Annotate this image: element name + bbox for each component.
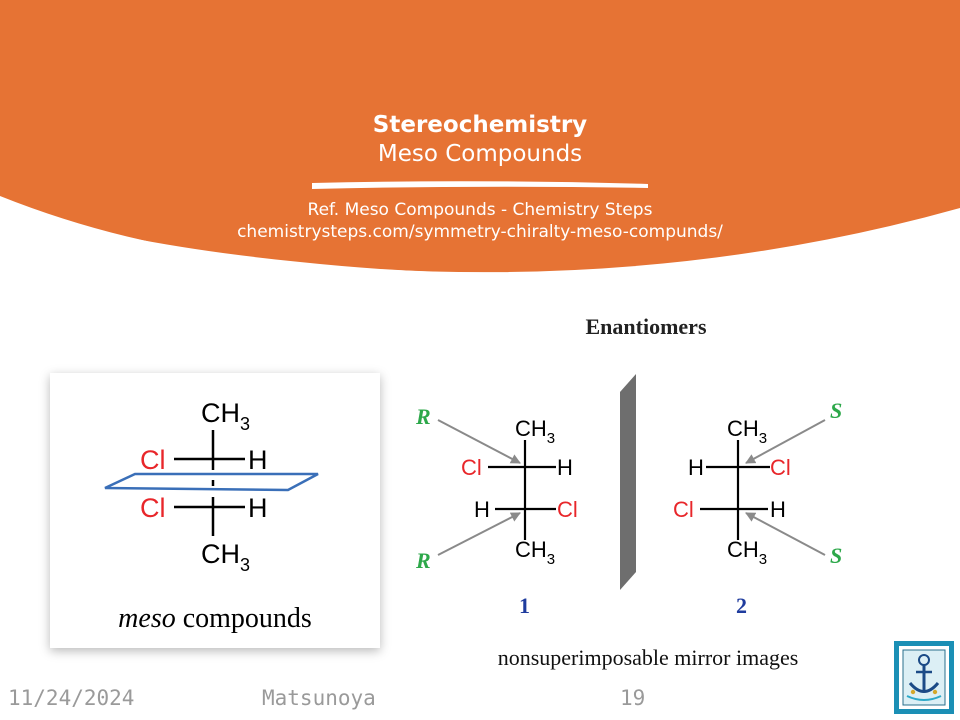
arrow-r-top [437, 419, 521, 464]
enantiomer1-lower-left-h: H [474, 497, 490, 522]
meso-upper-left-cl: Cl [140, 445, 166, 475]
meso-lower-right-h: H [248, 493, 268, 523]
enantiomer2-number: 2 [736, 593, 747, 618]
symmetry-plane [104, 472, 319, 492]
enantiomer2-lower-left-cl: Cl [673, 497, 694, 522]
meso-lower-left-cl: Cl [140, 493, 166, 523]
enantiomer2-upper-right-cl: Cl [770, 455, 791, 480]
meso-caption-rest: compounds [175, 603, 312, 634]
enantiomer1-bottom-methyl: CH3 [515, 537, 555, 568]
meso-upper-right-h: H [248, 445, 268, 475]
footer-author: Matsunoya [262, 686, 376, 710]
descriptor-r-bottom: R [415, 548, 431, 573]
footer-page-number: 19 [620, 686, 646, 710]
enantiomer2-upper-left-h: H [688, 455, 704, 480]
title-underline [312, 181, 648, 189]
enantiomer2-bottom-methyl: CH3 [727, 537, 767, 568]
header-white-swoosh [0, 196, 960, 283]
meso-panel [50, 373, 380, 648]
arrow-s-top [745, 419, 826, 464]
enantiomer2-lower-right-h: H [770, 497, 786, 522]
descriptor-r-top: R [415, 404, 431, 429]
descriptor-s-top: S [830, 398, 842, 423]
reference-url: chemistrysteps.com/symmetry-chiralty-mes… [237, 222, 723, 242]
page-title: Stereochemistry [372, 112, 588, 138]
enantiomer-2: CH3 H Cl Cl H CH3 S S 2 [673, 398, 842, 618]
enantiomer-1: CH3 Cl H H Cl CH3 R R 1 [415, 404, 578, 618]
header-orange-band [0, 0, 960, 274]
enantiomer1-upper-right-h: H [557, 455, 573, 480]
page-subtitle: Meso Compounds [377, 141, 583, 167]
reference-line: Ref. Meso Compounds - Chemistry Steps [307, 200, 653, 220]
enantiomer1-upper-left-cl: Cl [461, 455, 482, 480]
meso-caption: meso compounds [50, 603, 380, 635]
enantiomers-title: Enantiomers [585, 314, 707, 339]
meso-structure: CH3 Cl H Cl H CH3 [104, 398, 319, 575]
enantiomer1-lower-right-cl: Cl [557, 497, 578, 522]
enantiomer1-number: 1 [519, 593, 530, 618]
arrow-s-bottom [745, 512, 826, 556]
arrow-r-bottom [437, 512, 521, 556]
emblem-logo-icon [894, 641, 954, 714]
enantiomer1-top-methyl: CH3 [515, 416, 555, 447]
mirror-plane [620, 374, 636, 590]
footer-date: 11/24/2024 [8, 686, 135, 710]
enantiomer2-top-methyl: CH3 [727, 416, 767, 447]
meso-top-methyl: CH3 [201, 398, 250, 434]
mirror-images-caption: nonsuperimposable mirror images [497, 645, 799, 670]
meso-bottom-methyl: CH3 [201, 539, 250, 575]
meso-caption-italic: meso [118, 603, 176, 634]
descriptor-s-bottom: S [830, 543, 842, 568]
